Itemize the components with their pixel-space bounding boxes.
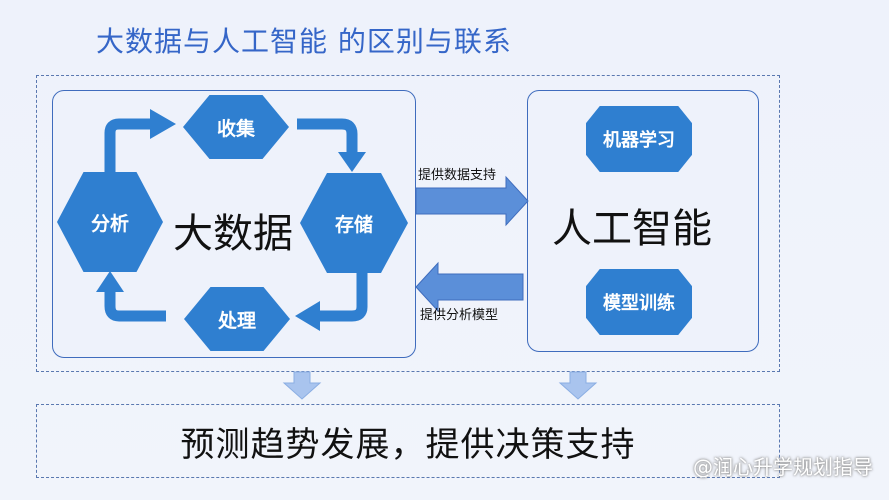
arrow-to-big-data [415,261,524,313]
cycle-arrow-collect-to-store [297,118,358,152]
cycle-arrow-process-to-analyze [104,290,166,322]
arrowhead-store [338,152,366,172]
arrowhead-collect [150,109,176,139]
node-model-training: 模型训练 [586,269,692,335]
cycle-arrow-analyze-to-collect [104,118,152,175]
down-arrow-right [558,371,598,400]
node-analyze: 分析 [57,172,163,272]
conclusion-text: 预测趋势发展，提供决策支持 [180,424,636,465]
ai-label: 人工智能 [552,206,712,252]
diagram-frame [36,75,780,372]
page-title: 大数据与人工智能 的区别与联系 [96,25,512,58]
label-to-ai: 提供数据支持 [418,168,497,183]
label-to-big-data: 提供分析模型 [420,308,499,323]
conclusion-frame [36,404,780,478]
watermark: @润心升学规划指导 [693,455,873,479]
down-arrow-left [282,371,322,400]
big-data-label: 大数据 [173,211,293,257]
arrowhead-analyze [96,271,124,292]
node-machine-learning: 机器学习 [586,106,692,172]
cycle-arrow-store-to-process [318,272,368,322]
arrow-to-ai [415,175,529,227]
arrowhead-process [295,301,320,331]
